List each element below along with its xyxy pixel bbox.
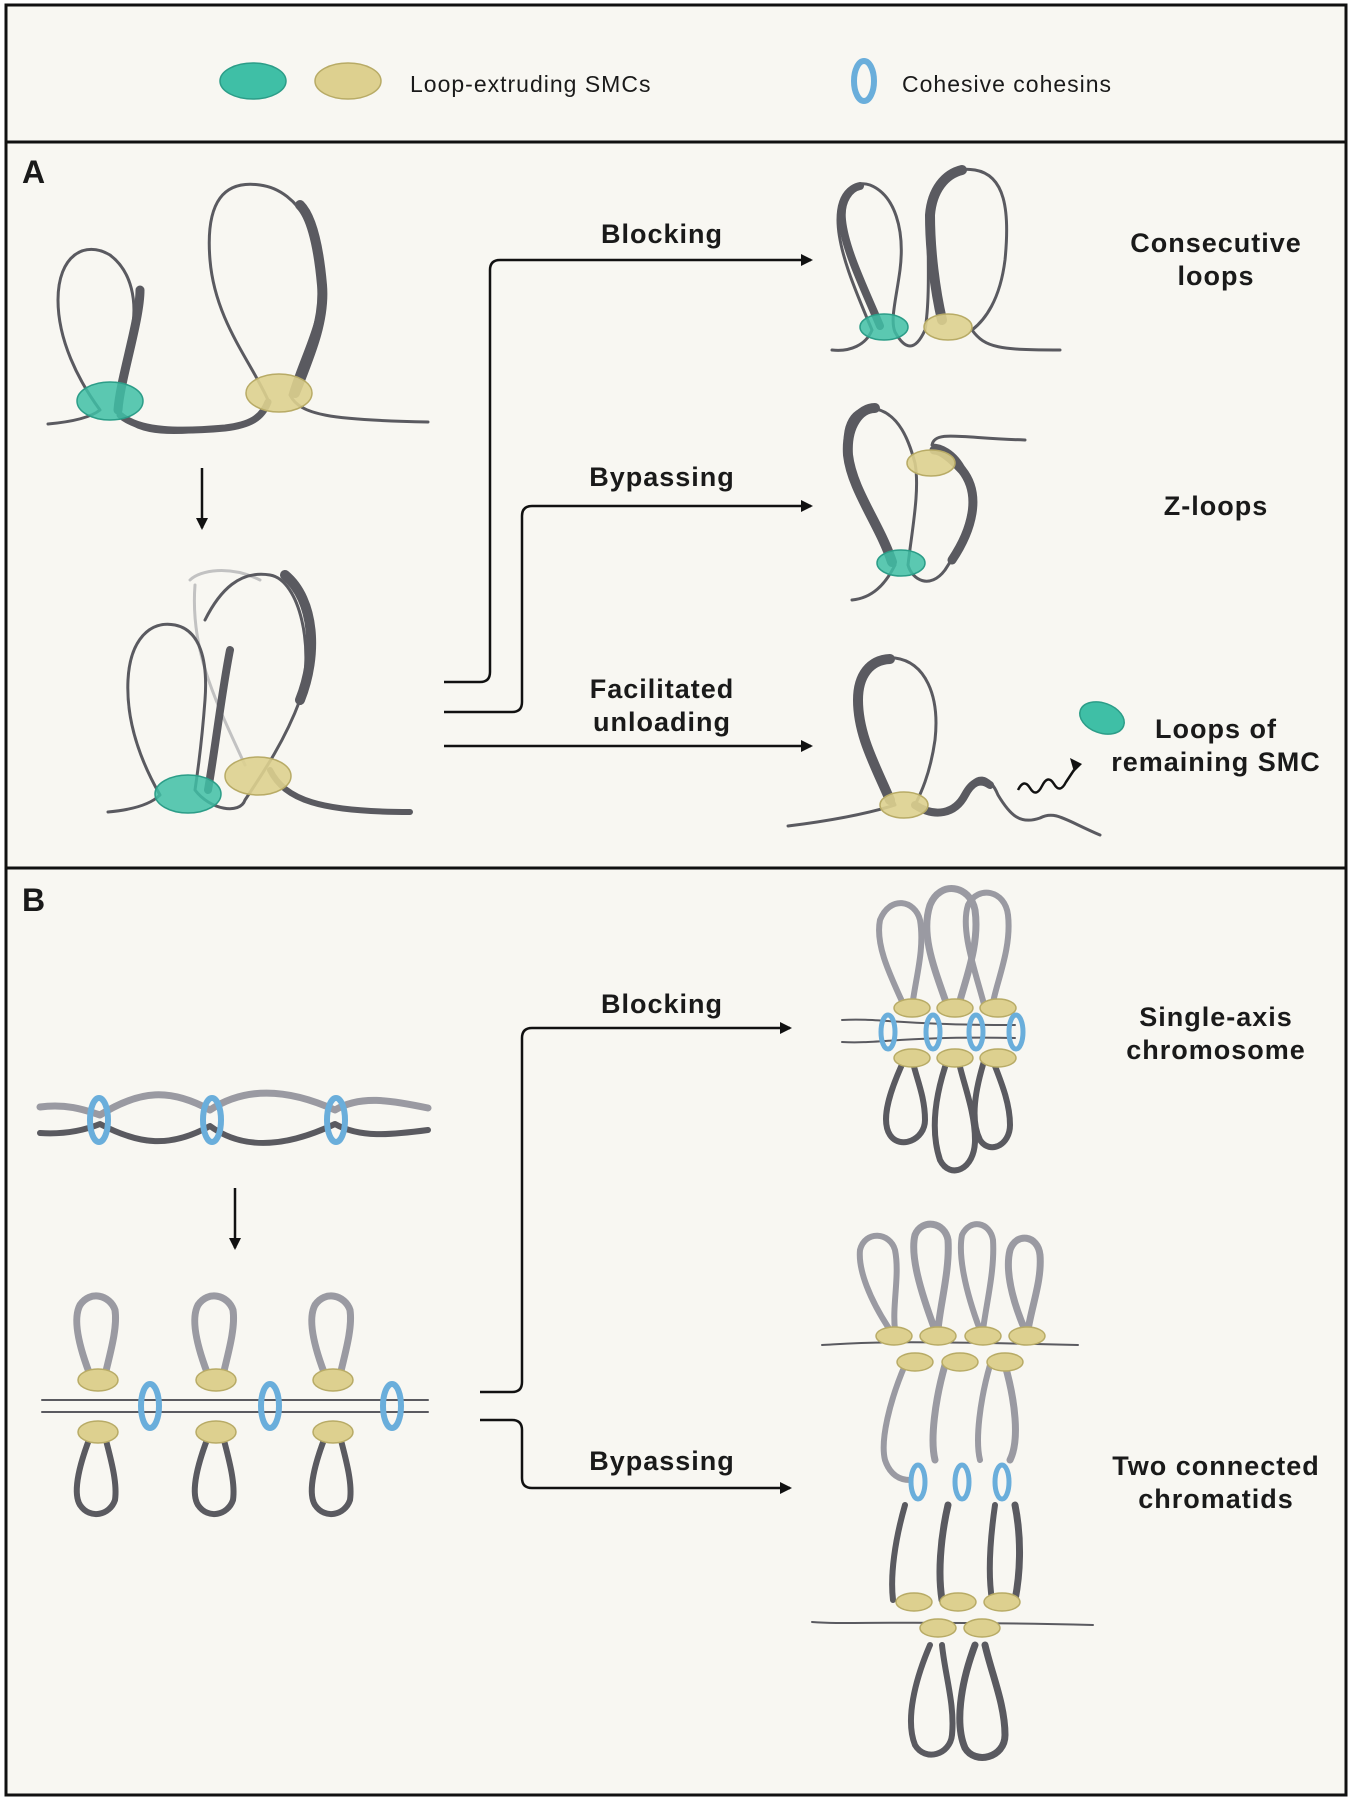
a-bypassing-arrow xyxy=(444,500,813,714)
cohesin-ring-swatch xyxy=(851,58,877,104)
b-bypassing-label: Bypassing xyxy=(589,1446,735,1476)
panel-a-letter: A xyxy=(22,154,45,190)
b-cohesin-2 xyxy=(200,1095,224,1145)
b-bypassing-arrow xyxy=(480,1418,792,1494)
b-loops-with-cohesins xyxy=(41,1292,429,1517)
a-unload-squiggle xyxy=(1016,769,1076,794)
b-two-label-1: Two connected xyxy=(1112,1451,1320,1481)
panel-b-letter: B xyxy=(22,882,45,918)
a-facilitated-label-1: Facilitated xyxy=(590,674,735,704)
teal-smc-swatch xyxy=(219,62,287,100)
b-sister-chromatids xyxy=(36,1089,432,1146)
a-zloops-label: Z-loops xyxy=(1164,491,1268,521)
legend-panel xyxy=(4,3,1348,144)
a-blocking-label: Blocking xyxy=(601,219,723,249)
a-initial-teal-smc xyxy=(76,381,144,421)
a-z-yellow-smc xyxy=(906,449,956,477)
a-consec-teal-smc xyxy=(859,313,909,341)
b-blocking-label: Blocking xyxy=(601,989,723,1019)
a-consecutive-label-1: Consecutive xyxy=(1130,228,1302,258)
b-blocking-arrow xyxy=(480,1022,792,1394)
a-remaining-loop xyxy=(786,654,1125,837)
a-remaining-label-2: remaining SMC xyxy=(1111,747,1321,777)
a-remaining-label-1: Loops of xyxy=(1155,714,1277,744)
a-z-teal-smc xyxy=(876,549,926,577)
a-bypassing-label: Bypassing xyxy=(589,462,735,492)
legend-cohesin-label: Cohesive cohesins xyxy=(902,71,1112,97)
a-unload-arrowhead xyxy=(1070,758,1082,772)
b-two-chromatids xyxy=(811,1220,1094,1761)
a-blocking-arrow xyxy=(444,254,813,684)
a-consecutive-label-2: loops xyxy=(1178,261,1255,291)
a-z-loops xyxy=(842,403,1027,602)
yellow-smc-swatch xyxy=(314,62,382,100)
a-consec-yellow-smc xyxy=(923,313,973,341)
a-encounter-loops xyxy=(106,569,413,815)
b-cohesin-3 xyxy=(324,1095,348,1145)
a-initial-yellow-smc xyxy=(245,373,313,413)
b-single-label-1: Single-axis xyxy=(1139,1002,1293,1032)
a-initial-loops xyxy=(46,182,430,435)
a-consecutive-loops xyxy=(830,165,1062,352)
legend: Loop-extruding SMCs Cohesive cohesins xyxy=(219,58,1112,104)
b-cohesin-1 xyxy=(87,1095,111,1145)
a-remaining-yellow-smc xyxy=(879,791,929,819)
b-single-axis xyxy=(841,885,1026,1174)
a-unloaded-teal-smc xyxy=(1079,701,1125,735)
b-two-label-2: chromatids xyxy=(1138,1484,1294,1514)
legend-smc-label: Loop-extruding SMCs xyxy=(410,71,651,97)
b-single-label-2: chromosome xyxy=(1126,1035,1306,1065)
a-facilitated-label-2: unloading xyxy=(593,707,731,737)
a-encounter-yellow-smc xyxy=(224,756,292,796)
a-encounter-teal-smc xyxy=(154,774,222,814)
